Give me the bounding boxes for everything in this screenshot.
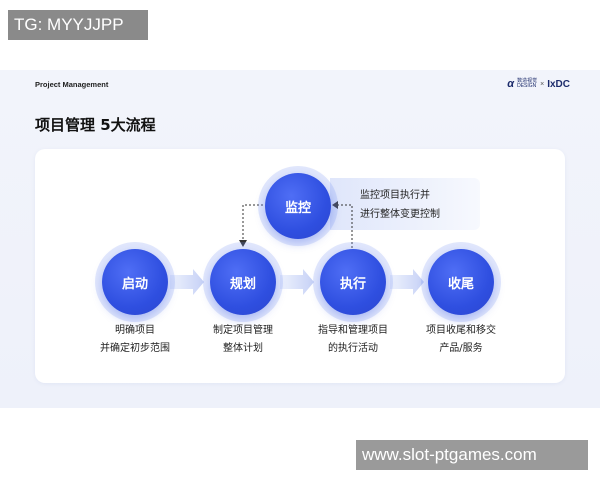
node-execute-label: 执行 [339,276,366,292]
node-monitor-label: 监控 [284,200,311,216]
node-execute: 执行 [320,249,386,315]
node-close: 收尾 [428,249,494,315]
description-line: 整体计划 [223,343,263,354]
tg-label: TG: MYYJJPP [8,10,148,40]
node-execute-description: 指导和管理项目 的执行活动 [293,322,413,358]
description-line: 的执行活动 [328,343,378,354]
brand-logo-text-top: 数造视觉 [517,78,538,84]
node-start: 启动 [102,249,168,315]
monitor-description-line: 监控项目执行并 [360,190,430,201]
node-monitor: 监控 [265,173,331,239]
description-line: 指导和管理项目 [318,325,388,336]
node-close-label: 收尾 [447,276,474,292]
description-line: 项目收尾和移交 [426,325,496,336]
node-close-description: 项目收尾和移交 产品/服务 [401,322,521,358]
ixdc-logo: IxDC [547,78,570,90]
description-line: 产品/服务 [439,343,483,354]
description-line: 并确定初步范围 [100,343,170,354]
node-plan-label: 规划 [229,276,256,292]
brand-logo-text: 数造视觉 DESIGN [517,79,537,89]
logo-separator: × [540,80,545,88]
header-label: Project Management [35,80,109,89]
node-start-label: 启动 [121,276,148,292]
description-line: 制定项目管理 [213,325,273,336]
node-plan: 规划 [210,249,276,315]
monitor-description: 监控项目执行并 进行整体变更控制 [360,186,440,224]
brand-logos: α 数造视觉 DESIGN × IxDC [507,77,570,91]
brand-logo-icon: α [507,78,515,90]
monitor-note-background [330,178,480,230]
watermark-label: www.slot-ptgames.com [356,440,588,470]
brand-logo-text-bottom: DESIGN [517,83,537,89]
node-plan-description: 制定项目管理 整体计划 [183,322,303,358]
description-line: 明确项目 [115,325,155,336]
page-title: 项目管理 5大流程 [35,116,156,134]
monitor-description-line: 进行整体变更控制 [360,209,440,220]
node-start-description: 明确项目 并确定初步范围 [75,322,195,358]
